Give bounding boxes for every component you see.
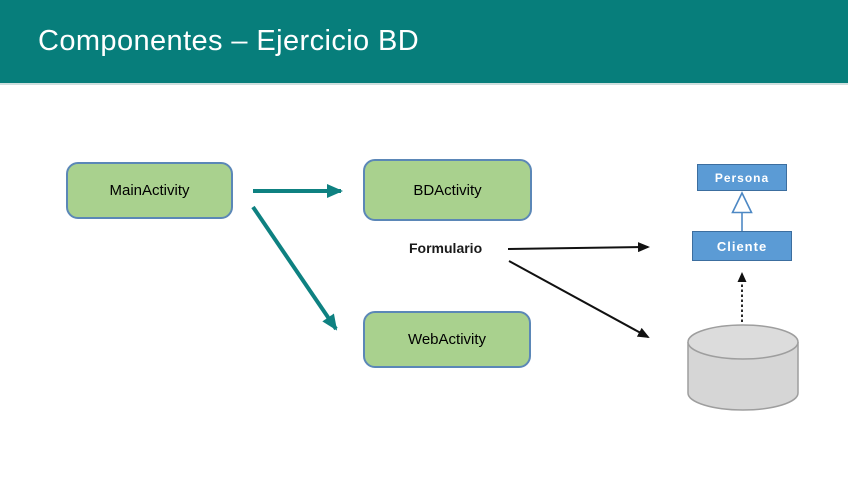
arrow-formulario-to-cliente <box>507 242 650 253</box>
node-cliente: Cliente <box>692 231 792 261</box>
node-web-activity-label: WebActivity <box>407 331 487 348</box>
node-web-activity: WebActivity <box>363 311 531 368</box>
node-bd-activity-label: BDActivity <box>413 181 482 199</box>
slide-header: Componentes – Ejercicio BD <box>0 0 848 85</box>
generalization-triangle-icon <box>731 191 753 214</box>
slide-title: Componentes – Ejercicio BD <box>38 25 420 57</box>
node-main-activity: MainActivity <box>66 162 233 219</box>
arrow-main-to-web <box>251 205 338 331</box>
node-persona-label: Persona <box>714 170 770 185</box>
node-bd-activity: BDActivity <box>363 159 532 221</box>
formulario-label: Formulario <box>409 240 483 256</box>
node-persona: Persona <box>697 164 787 191</box>
node-main-activity-label: MainActivity <box>109 182 190 199</box>
node-cliente-label: Cliente <box>716 238 768 254</box>
database-cylinder-icon <box>687 324 799 411</box>
